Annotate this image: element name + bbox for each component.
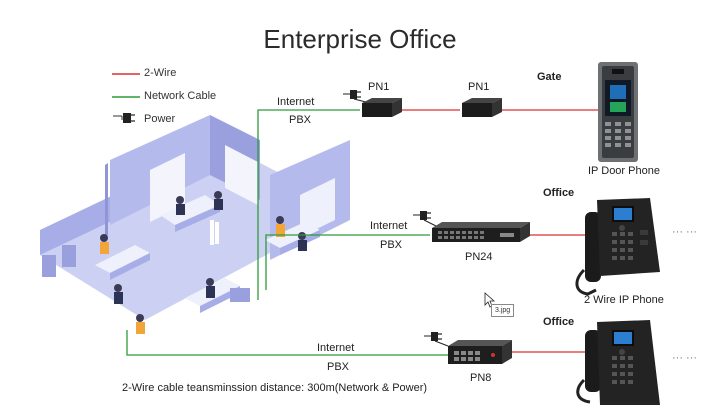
ip-door-phone	[598, 62, 638, 162]
pn1-right-label: PN1	[468, 81, 490, 93]
pn1-converter-right	[462, 98, 502, 117]
legend-network-label: Network Cable	[144, 90, 217, 102]
legend-power-icon	[113, 113, 135, 123]
pn24-switch	[432, 222, 530, 242]
zone-gate-label: Gate	[537, 71, 562, 83]
page-title: Enterprise Office	[263, 24, 457, 54]
office-illustration	[40, 115, 350, 334]
zone-office-1-label: Office	[543, 187, 575, 199]
pn8-label: PN8	[470, 372, 492, 384]
row2-internet-label: Internet	[370, 220, 408, 232]
power-plug-pn24	[413, 211, 437, 227]
pn1-left-label: PN1	[368, 81, 390, 93]
legend-power-label: Power	[144, 113, 176, 125]
door-phone-label: IP Door Phone	[588, 165, 660, 177]
network-cables	[126, 109, 450, 356]
row2-pbx-label: PBX	[380, 239, 403, 251]
legend-two-wire-label: 2-Wire	[144, 67, 177, 79]
row3-pbx-label: PBX	[327, 361, 350, 373]
row1-internet-label: Internet	[277, 96, 315, 108]
file-tooltip: 3.jpg	[491, 304, 515, 317]
power-plug-pn1	[343, 90, 367, 103]
ip-phone-label: 2 Wire IP Phone	[584, 294, 664, 306]
row3-internet-label: Internet	[317, 342, 355, 354]
zone-office-2-label: Office	[543, 316, 575, 328]
row1-pbx-label: PBX	[289, 114, 312, 126]
transmission-distance-note: 2-Wire cable teansminssion distance: 300…	[122, 382, 428, 394]
ip-phone-office-2	[576, 320, 660, 405]
power-plug-pn8	[424, 332, 449, 347]
pn8-switch	[448, 340, 512, 364]
row3-ellipsis: ··· ···	[672, 352, 698, 364]
pn1-converter-left	[362, 98, 402, 117]
ip-phone-office-1	[575, 198, 660, 296]
pn24-label: PN24	[465, 251, 493, 263]
row2-ellipsis: ··· ···	[672, 226, 698, 238]
